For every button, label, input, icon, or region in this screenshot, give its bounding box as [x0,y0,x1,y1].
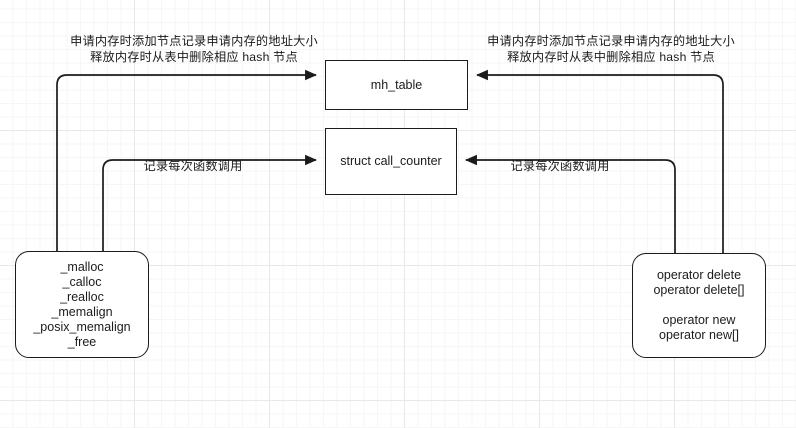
node-mh-table[interactable]: mh_table [325,60,468,110]
edge-label-left-to-mh-table: 申请内存时添加节点记录申请内存的地址大小 释放内存时从表中删除相应 hash 节… [70,34,318,64]
edge-label-left-to-call-counter: 记录每次函数调用 [143,159,243,173]
node-c-allocator-functions[interactable]: _malloc _calloc _realloc _memalign _posi… [15,251,149,358]
node-cpp-allocator-operators[interactable]: operator delete operator delete[] operat… [632,253,766,358]
node-struct-call-counter[interactable]: struct call_counter [325,128,457,195]
edge-label-right-to-call-counter: 记录每次函数调用 [510,159,610,173]
edge-label-right-to-mh-table: 申请内存时添加节点记录申请内存的地址大小 释放内存时从表中删除相应 hash 节… [487,34,735,64]
